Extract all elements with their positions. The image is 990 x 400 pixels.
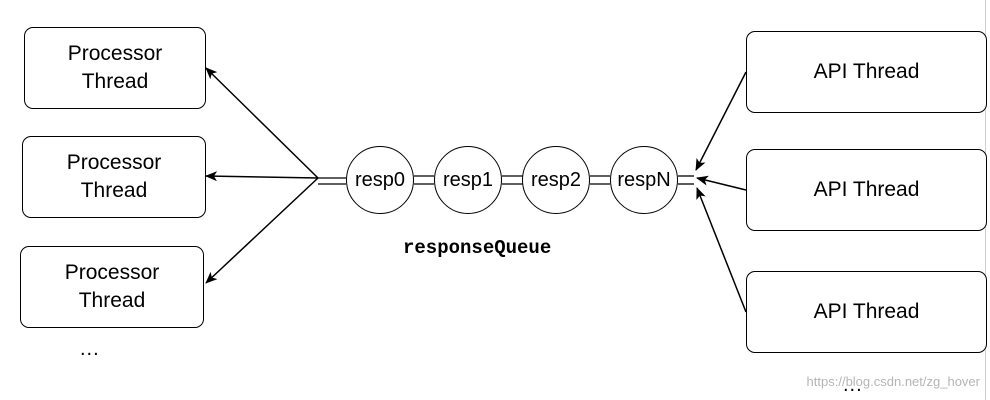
edge-queue-to-processor-1: [205, 67, 319, 179]
api-thread-box-1: API Thread: [746, 31, 987, 113]
watermark-text: https://blog.csdn.net/zg_hover: [806, 374, 980, 389]
edge-api-3-to-queue: [696, 187, 747, 313]
edge-api-1-to-queue: [695, 71, 747, 171]
queue-node-label: resp2: [530, 168, 582, 191]
queue-node-label: resp1: [442, 168, 494, 191]
queue-node-label: respN: [617, 168, 671, 191]
api-threads-ellipsis: ...: [843, 374, 863, 396]
response-queue-label: responseQueue: [403, 237, 552, 259]
queue-links: [318, 175, 694, 185]
processor-thread-label-line2: Thread: [80, 179, 148, 202]
processor-thread-label-line1: Processor: [66, 151, 162, 174]
queue-node-resp2: resp2: [522, 146, 590, 214]
api-thread-box-2: API Thread: [746, 149, 987, 231]
processor-thread-label-line1: Processor: [64, 261, 160, 284]
api-thread-label: API Thread: [813, 60, 920, 83]
edge-api-2-to-queue: [696, 175, 747, 191]
queue-node-label: resp0: [354, 168, 406, 191]
processor-thread-label-line1: Processor: [67, 42, 163, 65]
queue-node-resp1: resp1: [434, 146, 502, 214]
api-thread-label: API Thread: [813, 300, 920, 323]
api-thread-box-3: API Thread: [746, 271, 987, 353]
edge-queue-to-processor-3: [205, 177, 319, 284]
queue-node-resp0: resp0: [346, 146, 414, 214]
processor-thread-label-line2: Thread: [78, 289, 146, 312]
processor-threads-ellipsis: ...: [80, 338, 100, 360]
edge-queue-to-processor-2: [205, 171, 319, 182]
api-thread-label: API Thread: [813, 178, 920, 201]
queue-node-respN: respN: [610, 146, 678, 214]
processor-thread-label-line2: Thread: [81, 70, 149, 93]
